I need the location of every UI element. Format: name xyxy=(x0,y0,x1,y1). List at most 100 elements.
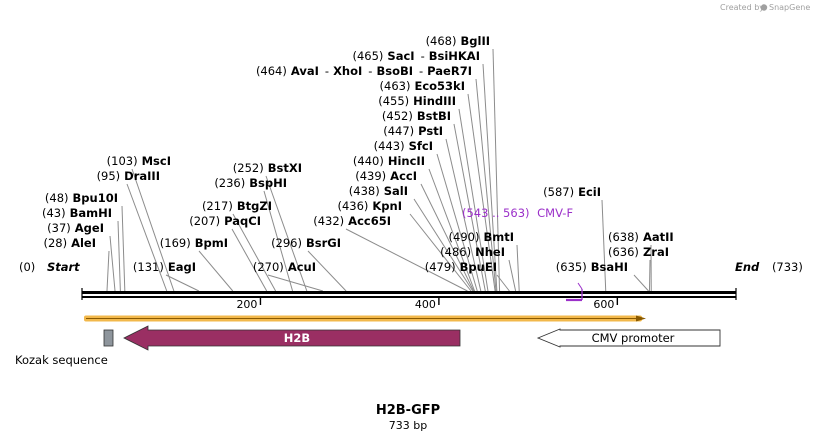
site-name: AvaI xyxy=(291,64,319,78)
site-line-alei xyxy=(106,250,110,292)
site-label-zrai[interactable]: (636)ZraI xyxy=(608,245,669,259)
site-label-kpni[interactable]: (436)KpnI xyxy=(337,199,402,213)
site-pos: (48) xyxy=(45,191,69,205)
site-label-acci[interactable]: (439)AccI xyxy=(355,169,417,183)
site-pos: (635) xyxy=(556,260,587,274)
site-label-alei[interactable]: (28)AleI xyxy=(43,236,96,250)
site-name: AcuI xyxy=(288,260,316,274)
end-pos: (733) xyxy=(772,260,803,274)
site-name-alias: BsiHKAI xyxy=(429,49,480,63)
site-label-sfci[interactable]: (443)SfcI xyxy=(374,139,433,153)
site-pos: (252) xyxy=(233,161,264,175)
plasmid-length: 733 bp xyxy=(389,419,427,432)
site-label-nhei[interactable]: (486)NheI xyxy=(440,245,505,259)
site-label-hindiii[interactable]: (455)HindIII xyxy=(378,94,456,108)
site-label-agei[interactable]: (37)AgeI xyxy=(47,221,104,235)
site-label-bstxi[interactable]: (252)BstXI xyxy=(233,161,302,175)
site-label-psti[interactable]: (447)PstI xyxy=(383,124,443,138)
h2b-label: H2B xyxy=(284,331,310,345)
site-line-sfci xyxy=(436,153,478,292)
site-pos: (587) xyxy=(543,185,574,199)
kozak-label: Kozak sequence xyxy=(15,353,108,367)
site-separator: - xyxy=(421,49,425,63)
site-line-ecii xyxy=(601,199,607,292)
site-label-bpuei[interactable]: (479)BpuEI xyxy=(425,260,497,274)
h2b-arrow xyxy=(123,325,461,351)
ruler-label-200: 200 xyxy=(236,298,257,311)
site-pos: (440) xyxy=(353,154,384,168)
site-label-bglii[interactable]: (468)BglII xyxy=(426,34,490,48)
plasmid-title: H2B-GFP xyxy=(376,403,440,418)
site-label-msci[interactable]: (103)MscI xyxy=(107,154,171,168)
site-line-bpmi xyxy=(198,250,234,292)
site-name: KpnI xyxy=(372,199,402,213)
feature-kozak-sequence[interactable]: Kozak sequence xyxy=(15,329,114,367)
feature-h2b[interactable]: H2B xyxy=(123,325,461,351)
site-label-bmti[interactable]: (490)BmtI xyxy=(449,230,514,244)
site-line-bamhi xyxy=(117,220,121,292)
site-label-bpu10i[interactable]: (48) Bpu10I xyxy=(45,191,118,205)
site-pos: (28) xyxy=(43,236,67,250)
site-label-bamhi[interactable]: (43)BamHI xyxy=(42,206,112,220)
site-label-ecii[interactable]: (587)EciI xyxy=(543,185,601,199)
site-pos: (443) xyxy=(374,139,405,153)
site-label-bsphi[interactable]: (236)BspHI xyxy=(214,176,287,190)
snapgene-logo-icon xyxy=(760,4,768,11)
site-line-sali xyxy=(413,198,474,292)
site-label-paqci[interactable]: (207)PaqCI xyxy=(189,214,261,228)
site-pos: (464) xyxy=(256,64,287,78)
site-line-nhei xyxy=(508,259,517,292)
site-label-eco53ki[interactable]: (463)Eco53kI xyxy=(380,79,465,93)
orf-bar[interactable] xyxy=(84,315,646,322)
site-name: BstBI xyxy=(417,109,451,123)
cmv-promoter-label: CMV promoter xyxy=(592,331,675,345)
site-name: BpuEI xyxy=(460,260,497,274)
site-line-bsphi xyxy=(263,190,294,292)
primer-leader xyxy=(577,282,583,290)
site-line-bpuei xyxy=(496,274,510,292)
site-pos: (37) xyxy=(47,221,71,235)
site-name: NheI xyxy=(475,245,505,259)
site-label-bsrgi[interactable]: (296)BsrGI xyxy=(271,236,341,250)
kozak-box xyxy=(103,329,114,347)
site-label-sali[interactable]: (438) SalI xyxy=(349,184,408,198)
site-label-bsahi[interactable]: (635)BsaHI xyxy=(556,260,628,274)
site-name: HincII xyxy=(388,154,425,168)
site-name: SalI xyxy=(384,184,408,198)
site-label-eagi[interactable]: (131)EagI xyxy=(133,260,196,274)
orf-arrow-head xyxy=(636,315,646,322)
site-name: Bpu10I xyxy=(73,191,118,205)
site-labels: (28)AleI(37)AgeI(43)BamHI(48) Bpu10I (95)D… xyxy=(42,34,674,274)
site-label-saci[interactable]: (465) SacI-BsiHKAI xyxy=(352,49,480,63)
primer-range: (543 .. 563) xyxy=(462,206,530,220)
site-label-hincii[interactable]: (440) HincII xyxy=(353,154,425,168)
site-label-acui[interactable]: (270)AcuI xyxy=(253,260,316,274)
site-label-bstbi[interactable]: (452)BstBI xyxy=(382,109,451,123)
site-line-bstxi xyxy=(265,175,308,292)
site-label-draiii[interactable]: (95)DraIII xyxy=(97,169,160,183)
site-label-aatii[interactable]: (638)AatII xyxy=(608,230,674,244)
site-pos: (438) xyxy=(349,184,380,198)
site-line-eagi xyxy=(165,274,200,292)
site-line-bsahi xyxy=(633,274,649,292)
site-label-bpmi[interactable]: (169)BpmI xyxy=(160,236,228,250)
site-line-hincii xyxy=(428,168,476,292)
site-name: Eco53kI xyxy=(414,79,465,93)
site-label-acc65i[interactable]: (432)Acc65I xyxy=(313,214,391,228)
feature-cmv-promoter[interactable]: CMV promoter xyxy=(536,328,721,348)
site-name: BspHI xyxy=(249,176,287,190)
site-name: MscI xyxy=(142,154,171,168)
site-name: SacI xyxy=(387,49,414,63)
site-pos: (468) xyxy=(426,34,457,48)
backbone-top-strand xyxy=(82,291,736,294)
site-name: DraIII xyxy=(124,169,160,183)
primer-cmv-f[interactable]: (543 .. 563) CMV-F xyxy=(462,206,583,302)
site-label-btgzi[interactable]: (217)BtgZI xyxy=(202,199,272,213)
site-line-acc65i xyxy=(345,228,468,292)
site-label-avai[interactable]: (464)AvaI-XhoI-BsoBI-PaeR7I xyxy=(256,64,472,78)
site-pos: (636) xyxy=(608,245,639,259)
site-pos: (43) xyxy=(42,206,66,220)
site-pos: (465) xyxy=(352,49,383,63)
site-separator: - xyxy=(325,64,329,78)
